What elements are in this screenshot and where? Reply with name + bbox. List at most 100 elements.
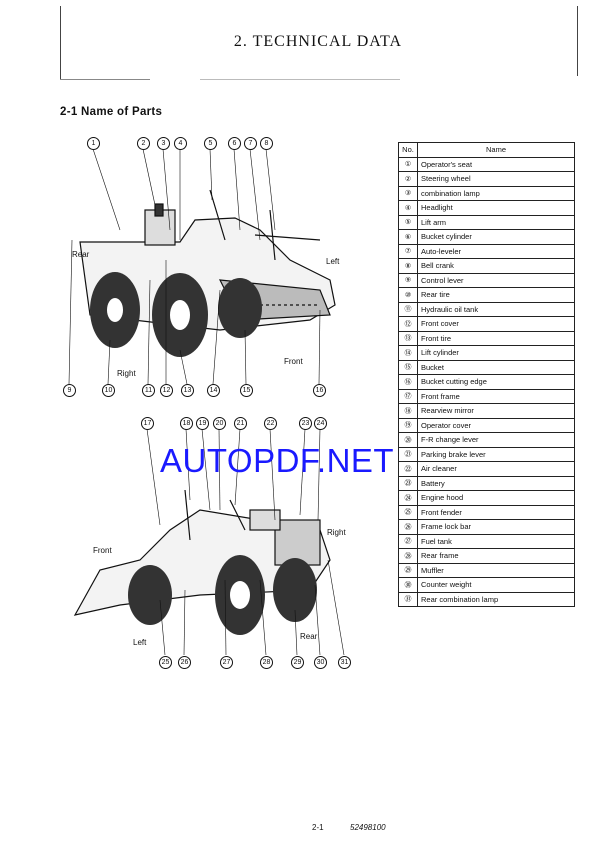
part-name: Bucket [417, 359, 575, 375]
part-number: ② [398, 171, 418, 187]
direction-label-left: Left [326, 257, 340, 266]
callout-number: 6 [228, 137, 241, 150]
callout-number: 3 [157, 137, 170, 150]
callout-number: 28 [260, 656, 273, 669]
callout-number: 29 [291, 656, 304, 669]
part-name: Muffler [417, 562, 575, 578]
callout-number: 30 [314, 656, 327, 669]
callout-number: 19 [196, 417, 209, 430]
part-name: Steering wheel [417, 171, 575, 187]
part-number: ㉕ [398, 504, 418, 520]
direction-label-rear: Rear [300, 632, 318, 641]
callout-number: 9 [63, 384, 76, 397]
part-name: Frame lock bar [417, 519, 575, 535]
callout-number: 23 [299, 417, 312, 430]
callout-number: 27 [220, 656, 233, 669]
direction-label-front: Front [284, 357, 303, 366]
part-number: ㉓ [398, 475, 418, 491]
direction-label-front: Front [93, 546, 112, 555]
part-name: Operator cover [417, 417, 575, 433]
column-header-no: No. [398, 142, 418, 158]
part-number: ① [398, 156, 418, 172]
callout-number: 13 [181, 384, 194, 397]
part-name: Front fender [417, 504, 575, 520]
part-number: ㉗ [398, 533, 418, 549]
callout-number: 7 [244, 137, 257, 150]
part-name: Air cleaner [417, 461, 575, 477]
callout-number: 24 [314, 417, 327, 430]
frame-line-right [577, 6, 578, 76]
callout-number: 1 [87, 137, 100, 150]
part-number: ㉙ [398, 562, 418, 578]
callout-number: 31 [338, 656, 351, 669]
callout-number: 26 [178, 656, 191, 669]
frame-line-left [60, 6, 61, 80]
part-number: ⑪ [398, 301, 418, 317]
part-number: ㉔ [398, 490, 418, 506]
callout-number: 16 [313, 384, 326, 397]
callout-number: 15 [240, 384, 253, 397]
part-name: Rear combination lamp [417, 591, 575, 607]
part-number: ⑫ [398, 316, 418, 332]
callout-number: 22 [264, 417, 277, 430]
part-number: ⑬ [398, 330, 418, 346]
callout-number: 17 [141, 417, 154, 430]
part-number: ㉑ [398, 446, 418, 462]
loader-illustration-1 [68, 148, 336, 385]
part-name: Engine hood [417, 490, 575, 506]
part-name: Front frame [417, 388, 575, 404]
part-number: ⑳ [398, 432, 418, 448]
part-name: Rear tire [417, 287, 575, 303]
part-number: ⑱ [398, 403, 418, 419]
part-number: ⑰ [398, 388, 418, 404]
part-number: ⑧ [398, 258, 418, 274]
part-name: Control lever [417, 272, 575, 288]
callout-number: 20 [213, 417, 226, 430]
callout-number: 10 [102, 384, 115, 397]
part-number: ㉖ [398, 519, 418, 535]
direction-label-right: Right [327, 528, 346, 537]
part-number: ⑤ [398, 214, 418, 230]
part-name: Auto-leveler [417, 243, 575, 259]
part-number: ㉚ [398, 577, 418, 593]
section-title: 2-1 Name of Parts [60, 106, 163, 118]
callout-number: 21 [234, 417, 247, 430]
callout-number: 14 [207, 384, 220, 397]
page-number: 2-1 [312, 823, 324, 832]
part-name: Headlight [417, 200, 575, 216]
loader-illustration-2 [73, 428, 345, 656]
callout-number: 25 [159, 656, 172, 669]
part-name: Fuel tank [417, 533, 575, 549]
callout-number: 2 [137, 137, 150, 150]
callout-number: 5 [204, 137, 217, 150]
part-name: F-R change lever [417, 432, 575, 448]
part-name: Bucket cylinder [417, 229, 575, 245]
part-number: ⑦ [398, 243, 418, 259]
callout-number: 4 [174, 137, 187, 150]
watermark: AUTOPDF.NET [160, 442, 395, 479]
callout-number: 12 [160, 384, 173, 397]
part-number: ⑭ [398, 345, 418, 361]
document-code: 52498100 [350, 823, 386, 832]
part-number: ④ [398, 200, 418, 216]
part-number: ⑲ [398, 417, 418, 433]
